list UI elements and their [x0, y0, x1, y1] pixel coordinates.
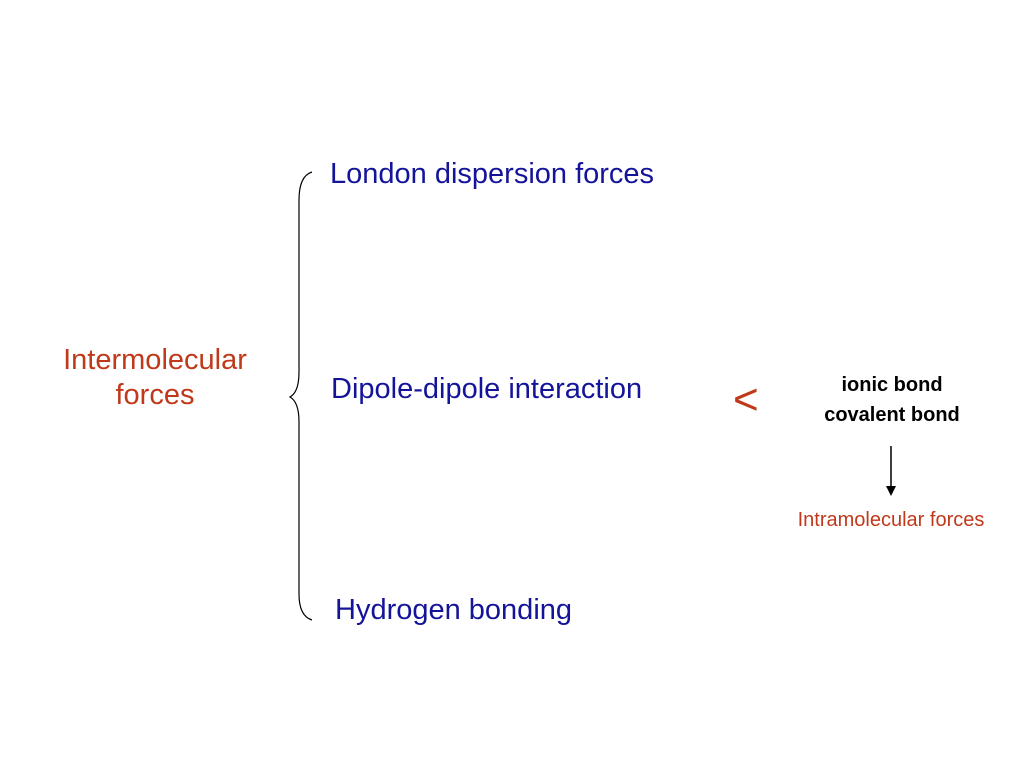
ionic-bond-label: ionic bond: [841, 374, 943, 396]
covalent-bond-label: covalent bond: [824, 404, 960, 426]
hydrogen-bonding-label: Hydrogen bonding: [335, 594, 573, 626]
down-arrow-head-icon: [886, 486, 896, 496]
bond-types-list: ionic bond covalent bond: [792, 370, 992, 430]
curly-brace-icon: [288, 171, 313, 621]
dipole-dipole-label: Dipole-dipole interaction: [331, 373, 643, 405]
intermolecular-forces-label: Intermolecular forces: [63, 344, 247, 411]
less-than-symbol: <: [733, 375, 759, 424]
london-dispersion-label: London dispersion forces: [330, 158, 655, 190]
intramolecular-forces-label: Intramolecular forces: [797, 509, 985, 531]
